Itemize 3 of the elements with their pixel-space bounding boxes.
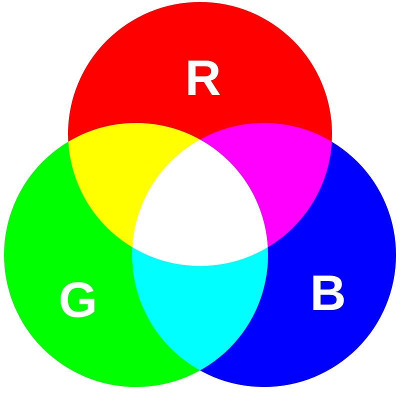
circle-label: G [58, 275, 98, 325]
circle-label: R [184, 53, 222, 103]
circle-label: B [310, 268, 346, 318]
